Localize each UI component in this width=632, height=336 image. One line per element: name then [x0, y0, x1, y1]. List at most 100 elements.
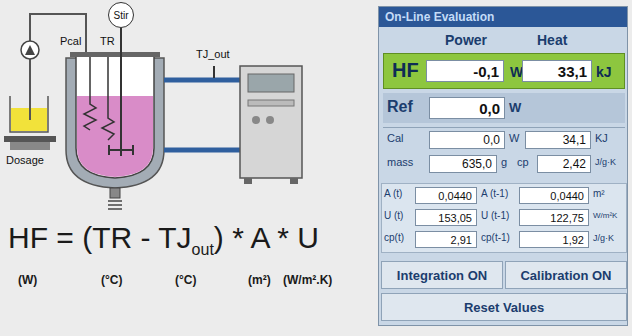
row-label: A (t-1)	[481, 188, 508, 200]
thermostat-display	[248, 74, 294, 92]
unit-label: (m²)	[248, 274, 271, 288]
unit-label: (°C)	[175, 274, 196, 288]
value-text: 33,1	[558, 63, 587, 80]
bottom-valve	[110, 188, 120, 198]
unit-label: W	[509, 132, 519, 145]
value-text: 153,05	[438, 212, 472, 224]
stirrer-impeller	[109, 145, 133, 155]
toggle-button: Integration ON	[381, 261, 503, 289]
unit-label: g	[501, 156, 507, 169]
row-label: HF	[392, 59, 419, 82]
jacket-outlet-tube	[164, 78, 240, 83]
reaction-mass	[77, 96, 153, 177]
button-label: Reset Values	[464, 300, 544, 315]
value-text: 635,0	[462, 157, 492, 171]
value-field: -0,1	[426, 60, 504, 82]
row-label: Cal	[387, 132, 404, 145]
balance-plate	[4, 136, 56, 142]
value-text: 2,42	[563, 157, 586, 171]
dosage-label: Dosage	[6, 154, 44, 167]
value-field: 153,05	[415, 209, 477, 226]
thermostat-body	[240, 66, 302, 178]
button-label: Calibration ON	[520, 268, 611, 283]
jacket-temperature-probe	[213, 66, 215, 78]
value-field: 0,0	[429, 97, 505, 119]
unit-label: J/g·K	[595, 157, 616, 167]
row-label: cp	[517, 156, 529, 169]
heater-label: Pcal	[60, 35, 81, 48]
unit-label: m²	[593, 188, 605, 200]
reset-button: Reset Values	[381, 293, 627, 321]
temperature-probe	[102, 57, 114, 140]
column-header: Power	[445, 32, 487, 48]
value-text: 122,75	[550, 212, 584, 224]
stirrer-label: Stir	[114, 10, 129, 21]
jacket-inlet-tube	[164, 148, 240, 153]
probe-label: TR	[100, 35, 115, 48]
row-label: U (t-1)	[481, 210, 509, 222]
unit-label: J/g·K	[593, 233, 614, 243]
heat-flow-row: HFWkJ-0,133,1	[383, 53, 625, 89]
value-field: 0,0440	[519, 187, 589, 204]
thermostat-foot	[290, 178, 298, 184]
unit-label: (W)	[18, 274, 37, 288]
value-text: -0,1	[473, 63, 499, 80]
panel-header: On-Line Evaluation	[379, 7, 627, 27]
reactor-vessel	[76, 56, 154, 178]
pump-triangle	[25, 45, 35, 55]
row-label: cp(t)	[384, 232, 404, 244]
thermostat-knob	[252, 116, 260, 124]
value-text: 34,1	[563, 133, 586, 147]
row-label: U (t)	[384, 210, 403, 222]
value-field: 2,42	[537, 155, 591, 173]
stirrer-shaft	[120, 28, 122, 156]
pump-symbol	[21, 41, 39, 59]
column-header: Heat	[537, 32, 567, 48]
value-field: 635,0	[429, 155, 497, 173]
value-field: 34,1	[525, 131, 591, 149]
dosage-tube	[29, 59, 31, 120]
row-label: mass	[387, 156, 413, 169]
formula-text: ) * A * U	[214, 221, 319, 254]
value-text: 2,91	[451, 234, 472, 246]
heat-flow-formula: HF = (TR - TJout) * A * U	[8, 220, 319, 259]
value-text: 0,0	[483, 133, 500, 147]
value-field: 0,0	[429, 131, 505, 149]
value-text: 0,0	[479, 100, 500, 117]
thermostat-foot	[244, 178, 252, 184]
thermostat-knob	[266, 116, 274, 124]
value-field: 0,0440	[415, 187, 477, 204]
formula-text: HF = (TR - TJ	[8, 221, 192, 254]
unit-label: W/m²K	[593, 211, 617, 220]
thermostat	[240, 66, 302, 184]
value-field: 122,75	[519, 209, 589, 226]
balance-base	[10, 142, 50, 150]
value-text: 0,0440	[438, 190, 472, 202]
value-field: 2,91	[415, 231, 477, 248]
unit-label: W	[509, 101, 521, 116]
reactor-lid	[70, 52, 160, 57]
row-label: A (t)	[384, 188, 402, 200]
unit-label: (W/m².K)	[283, 274, 332, 288]
value-text: 0,0440	[550, 190, 584, 202]
evaluation-panel: On-Line EvaluationHF WkJ -0,1 33,1 0,0 0,0 34,…	[378, 6, 628, 326]
row-label: kJ	[596, 64, 612, 80]
toggle-button: Calibration ON	[505, 261, 627, 289]
value-field: 1,92	[519, 231, 589, 248]
stirrer-circle: Stir	[108, 2, 134, 28]
balance	[4, 136, 56, 150]
probe-label: TJ_out	[196, 48, 230, 61]
unit-label: KJ	[595, 132, 608, 145]
value-text: 1,92	[563, 234, 584, 246]
unit-label: (°C)	[101, 274, 122, 288]
row-label: Ref	[387, 98, 413, 116]
button-label: Integration ON	[397, 268, 487, 283]
value-field: 33,1	[522, 60, 592, 82]
separator-line	[383, 127, 625, 128]
thermostat-panel	[248, 100, 294, 106]
row-label: cp(t-1)	[481, 232, 510, 244]
calibration-heater	[84, 57, 96, 130]
valve-outlet	[108, 201, 122, 209]
formula-subscript: out	[192, 241, 214, 258]
